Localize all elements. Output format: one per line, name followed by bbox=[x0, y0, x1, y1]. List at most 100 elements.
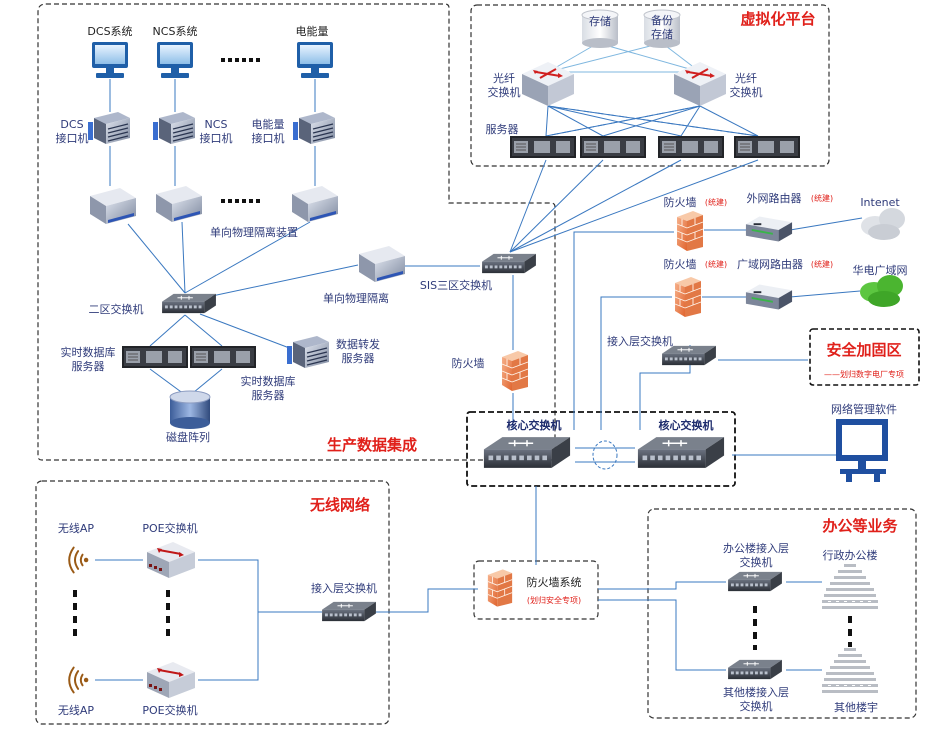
production-ellipsis bbox=[221, 58, 260, 203]
security-zone-title: 安全加固区 bbox=[826, 341, 901, 359]
production-zone-title: 生产数据集成 bbox=[327, 436, 417, 454]
energy-iface-label-2: 接口机 bbox=[252, 131, 285, 145]
office-zone-box bbox=[647, 508, 917, 719]
huadian-wan-label: 华电广域网 bbox=[853, 263, 908, 277]
ncs-pc-icon bbox=[157, 42, 193, 78]
data-forward-label-a: 数据转发 bbox=[336, 337, 380, 351]
wan-router-label: 广域网路由器 bbox=[737, 257, 803, 271]
isolation-device-icon bbox=[90, 188, 136, 224]
disk-array-icon bbox=[169, 390, 211, 429]
ext-router-note: (统建) bbox=[811, 193, 833, 203]
virtual-zone-box bbox=[470, 4, 830, 167]
firewall-icon bbox=[676, 210, 704, 252]
core-switch-icon bbox=[637, 436, 725, 469]
virtual-icons bbox=[510, 9, 800, 158]
dcs-system-label: DCS系统 bbox=[87, 25, 132, 38]
zone2-switch-label: 二区交换机 bbox=[89, 302, 144, 316]
energy-iface-label-1: 电能量 bbox=[252, 117, 285, 131]
labels: DCS系统 NCS系统 电能量 DCS 接口机 NCS 接口机 电能量 接口机 … bbox=[56, 10, 908, 717]
backup-storage-icon bbox=[643, 9, 681, 48]
wifi-ap-icon bbox=[68, 546, 90, 574]
wireless-access-label: 接入层交换机 bbox=[311, 581, 377, 595]
ext-router-label: 外网路由器 bbox=[747, 191, 802, 205]
other-building-label: 其他楼宇 bbox=[834, 700, 878, 714]
fw1-note: (统建) bbox=[705, 197, 727, 207]
server-icon bbox=[658, 136, 724, 158]
wireless-icons bbox=[68, 541, 377, 699]
fw1-label: 防火墙 bbox=[664, 195, 697, 209]
office-zone-title: 办公等业务 bbox=[822, 517, 898, 535]
firewall-system-icon bbox=[487, 568, 513, 608]
network-management-icon bbox=[836, 419, 888, 482]
core-right-label: 核心交换机 bbox=[659, 418, 714, 432]
energy-label: 电能量 bbox=[296, 24, 329, 38]
ap-bottom-label: 无线AP bbox=[58, 703, 95, 717]
realtime-db-label-2b: 服务器 bbox=[252, 389, 285, 402]
one-way-isolation-label: 单向物理隔离 bbox=[323, 291, 389, 305]
backup-label-2: 存储 bbox=[651, 27, 673, 41]
realtime-db-label-2a: 实时数据库 bbox=[241, 374, 296, 388]
ncs-interface-server-icon bbox=[153, 112, 196, 145]
fw-system-note: (划归安全专项) bbox=[527, 595, 581, 605]
poe-switch-icon bbox=[146, 661, 196, 699]
realtime-db-server-icon bbox=[122, 346, 188, 368]
poe-switch-icon bbox=[146, 541, 196, 579]
wan-router-note: (统建) bbox=[811, 259, 833, 269]
wifi-ap-icon bbox=[68, 666, 90, 694]
dashed-links bbox=[545, 105, 759, 137]
wireless-zone-box bbox=[35, 480, 390, 725]
energy-pc-icon bbox=[297, 42, 333, 78]
dcs-iface-label-1: DCS bbox=[60, 118, 83, 131]
other-access-label-2: 交换机 bbox=[740, 699, 773, 713]
data-forward-label-b: 服务器 bbox=[342, 352, 375, 365]
storage-icon bbox=[581, 9, 619, 48]
realtime-db-label-1a: 实时数据库 bbox=[61, 345, 116, 359]
fw-system-label: 防火墙系统 bbox=[527, 575, 582, 589]
admin-building-label: 行政办公楼 bbox=[823, 548, 878, 562]
poe-top-label: POE交换机 bbox=[142, 521, 197, 535]
cloud-icon bbox=[861, 208, 905, 240]
firewall-label: 防火墙 bbox=[452, 356, 485, 370]
fiber-switch-icon bbox=[521, 61, 575, 107]
outer-icons bbox=[483, 208, 905, 482]
production-icons bbox=[88, 42, 537, 429]
access-switch-label: 接入层交换机 bbox=[607, 334, 673, 348]
dcs-iface-label-2: 接口机 bbox=[56, 131, 89, 145]
core-left-label: 核心交换机 bbox=[507, 418, 562, 432]
isolation-device-icon bbox=[156, 186, 202, 222]
wireless-zone-title: 无线网络 bbox=[309, 496, 370, 514]
server-icon bbox=[734, 136, 800, 158]
servers-label: 服务器 bbox=[486, 123, 519, 136]
wireless-access-switch-icon bbox=[321, 601, 377, 622]
netmgmt-label: 网络管理软件 bbox=[831, 402, 897, 416]
office-access-label-2: 交换机 bbox=[740, 555, 773, 569]
fiber-switch-icon bbox=[673, 61, 727, 107]
security-zone-box bbox=[809, 328, 920, 386]
green-cloud-icon bbox=[860, 275, 903, 307]
office-access-switch-icon bbox=[727, 571, 783, 592]
other-access-switch-icon bbox=[727, 659, 783, 680]
office-dots bbox=[753, 606, 852, 650]
office-access-label-1: 办公楼接入层 bbox=[723, 541, 789, 555]
zone2-switch-icon bbox=[161, 293, 217, 314]
disk-array-label: 磁盘阵列 bbox=[166, 430, 210, 444]
office-icons bbox=[727, 564, 878, 693]
storage-label: 存储 bbox=[589, 14, 611, 28]
fw2-label: 防火墙 bbox=[664, 257, 697, 271]
virtual-zone-title: 虚拟化平台 bbox=[740, 10, 815, 28]
ncs-iface-label-1: NCS bbox=[205, 118, 228, 131]
dcs-interface-server-icon bbox=[88, 112, 131, 145]
ap-top-label: 无线AP bbox=[58, 521, 95, 535]
server-icon bbox=[510, 136, 576, 158]
ncs-iface-label-2: 接口机 bbox=[200, 131, 233, 145]
core-link-ring bbox=[592, 440, 618, 470]
router-icon bbox=[745, 216, 793, 242]
fiber-left-label-2: 交换机 bbox=[488, 85, 521, 99]
sis-switch-label: SIS三区交换机 bbox=[420, 278, 492, 292]
access-switch-icon bbox=[661, 345, 717, 366]
data-forward-server-icon bbox=[287, 336, 330, 369]
security-zone-subtitle: ——划归数字电厂专项 bbox=[824, 369, 904, 379]
realtime-db-label-1b: 服务器 bbox=[72, 360, 105, 373]
fiber-right-label-2: 交换机 bbox=[730, 85, 763, 99]
